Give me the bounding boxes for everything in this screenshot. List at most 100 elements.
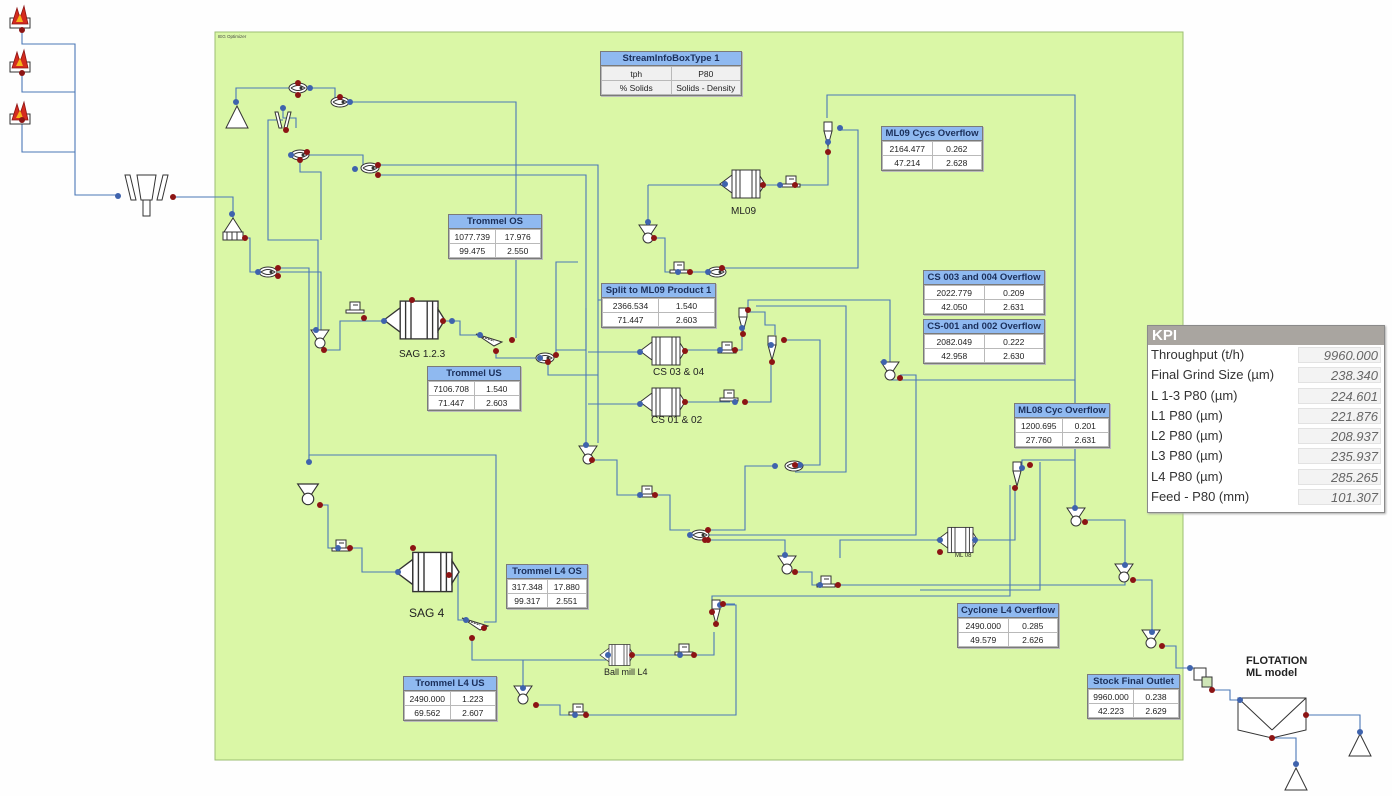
ballmill-l4-label: Ball mill L4 (604, 667, 648, 677)
kpi-value-field[interactable]: 238.340 (1298, 367, 1381, 384)
legend-cell: tph (601, 66, 672, 81)
ml09-label: ML09 (731, 206, 757, 217)
stream-box-title: Trommel L4 OS (507, 565, 587, 579)
primary-crusher (124, 174, 169, 217)
stream-value: 9960.000 (1088, 689, 1134, 704)
stream-value: 99.475 (449, 243, 496, 258)
kpi-title: KPI (1148, 326, 1384, 345)
stream-value: 2.628 (931, 155, 982, 170)
flotation-cell (1193, 667, 1307, 739)
stream-value: 2.631 (983, 299, 1044, 314)
stream-value: 42.050 (924, 299, 985, 314)
stream-value: 0.209 (983, 285, 1044, 300)
kpi-value-field[interactable]: 235.937 (1298, 448, 1381, 465)
stream-box-title: Trommel US (428, 367, 520, 381)
stream-value: 0.238 (1133, 689, 1179, 704)
stream-value: 2.629 (1133, 703, 1179, 718)
ml08-label: ML 08 (955, 553, 972, 559)
stream-value: 2.551 (546, 593, 587, 608)
stream-value: 1.540 (658, 298, 715, 313)
kpi-name: L2 P80 (µm) (1151, 428, 1223, 444)
stream-value: 1.223 (449, 691, 496, 706)
ore-source-1 (9, 5, 31, 29)
stream-box-title: CS 003 and 004 Overflow (924, 271, 1044, 285)
kpi-name: Throughput (t/h) (1151, 347, 1245, 362)
flotation-model-label: ML model (1246, 667, 1298, 679)
stream-box-title: Trommel OS (449, 215, 541, 229)
stream-box-title: ML09 Cycs Overflow (882, 127, 982, 141)
stream-value: 17.976 (494, 229, 541, 244)
stream-box-title: Trommel L4 US (404, 677, 496, 691)
stream-value: 2.626 (1007, 632, 1058, 647)
stockpile-flotation-1 (1348, 733, 1372, 757)
plant-area (214, 31, 1184, 761)
stream-value: 99.317 (507, 593, 548, 608)
kpi-value-field[interactable]: 9960.000 (1298, 347, 1381, 363)
legend-cell: Solids - Density (670, 80, 741, 95)
stream-box-title: Cyclone L4 Overflow (958, 604, 1058, 618)
kpi-value-field[interactable]: 101.307 (1298, 489, 1381, 506)
kpi-value-field[interactable]: 224.601 (1298, 387, 1381, 404)
stream-value: 2082.049 (924, 334, 985, 349)
stream-value: 1.540 (473, 381, 520, 396)
kpi-value-field[interactable]: 221.876 (1298, 407, 1381, 424)
ore-source-2 (9, 49, 31, 73)
sag123-label: SAG 1.2.3 (399, 349, 446, 360)
stream-value: 0.201 (1061, 418, 1109, 433)
sag4-label: SAG 4 (409, 606, 445, 620)
kpi-name: L 1-3 P80 (µm) (1151, 387, 1238, 403)
stream-value: 71.447 (428, 395, 475, 410)
legend-cell: % Solids (601, 80, 672, 95)
flotation-label: FLOTATION (1246, 655, 1308, 667)
apron-feeder (222, 217, 244, 241)
stream-value: 2.550 (494, 243, 541, 258)
kpi-name: L4 P80 (µm) (1151, 468, 1223, 484)
stream-box-title: CS-001 and 002 Overflow (924, 320, 1044, 334)
stream-value: 27.760 (1015, 432, 1063, 447)
kpi-panel: KPI Throughput (t/h) 9960.000 Final Grind… (1147, 325, 1385, 513)
kpi-row: L1 P80 (µm) 221.876 (1148, 406, 1384, 426)
stream-value: 2.631 (1061, 432, 1109, 447)
kpi-row: Final Grind Size (µm)238.340 (1148, 365, 1384, 385)
kpi-row: L3 P80 (µm) 235.937 (1148, 446, 1384, 466)
stream-value: 2.630 (983, 348, 1044, 363)
inlet-ports (115, 85, 1363, 767)
outlet-ports (19, 27, 1309, 741)
stockpile-flotation-2 (1284, 767, 1308, 791)
kpi-row: Feed - P80 (mm)101.307 (1148, 487, 1384, 507)
legend-cell: P80 (670, 66, 741, 81)
kpi-name: L1 P80 (µm) (1151, 407, 1223, 423)
stream-value: 71.447 (602, 312, 659, 327)
kpi-row: L4 P80 (µm) 285.265 (1148, 467, 1384, 487)
kpi-value-field[interactable]: 285.265 (1298, 468, 1381, 485)
stream-value: 0.285 (1007, 618, 1058, 633)
stream-value: 2.603 (473, 395, 520, 410)
stream-value: 2490.000 (958, 618, 1009, 633)
stream-value: 1200.695 (1015, 418, 1063, 433)
splitter (258, 266, 278, 278)
stream-box-title: ML08 Cyc Overflow (1015, 404, 1109, 418)
kpi-name: L3 P80 (µm) (1151, 448, 1223, 464)
stream-value: 2366.534 (602, 298, 659, 313)
stream-value: 0.262 (931, 141, 982, 156)
stream-value: 42.223 (1088, 703, 1134, 718)
kpi-value-field[interactable]: 208.937 (1298, 428, 1381, 445)
legend-title: StreamInfoBoxType 1 (601, 52, 741, 66)
stream-value: 317.348 (507, 579, 548, 594)
stream-value: 2.603 (658, 312, 715, 327)
cs0102-label: CS 01 & 02 (651, 415, 703, 426)
stream-value: 17.880 (546, 579, 587, 594)
